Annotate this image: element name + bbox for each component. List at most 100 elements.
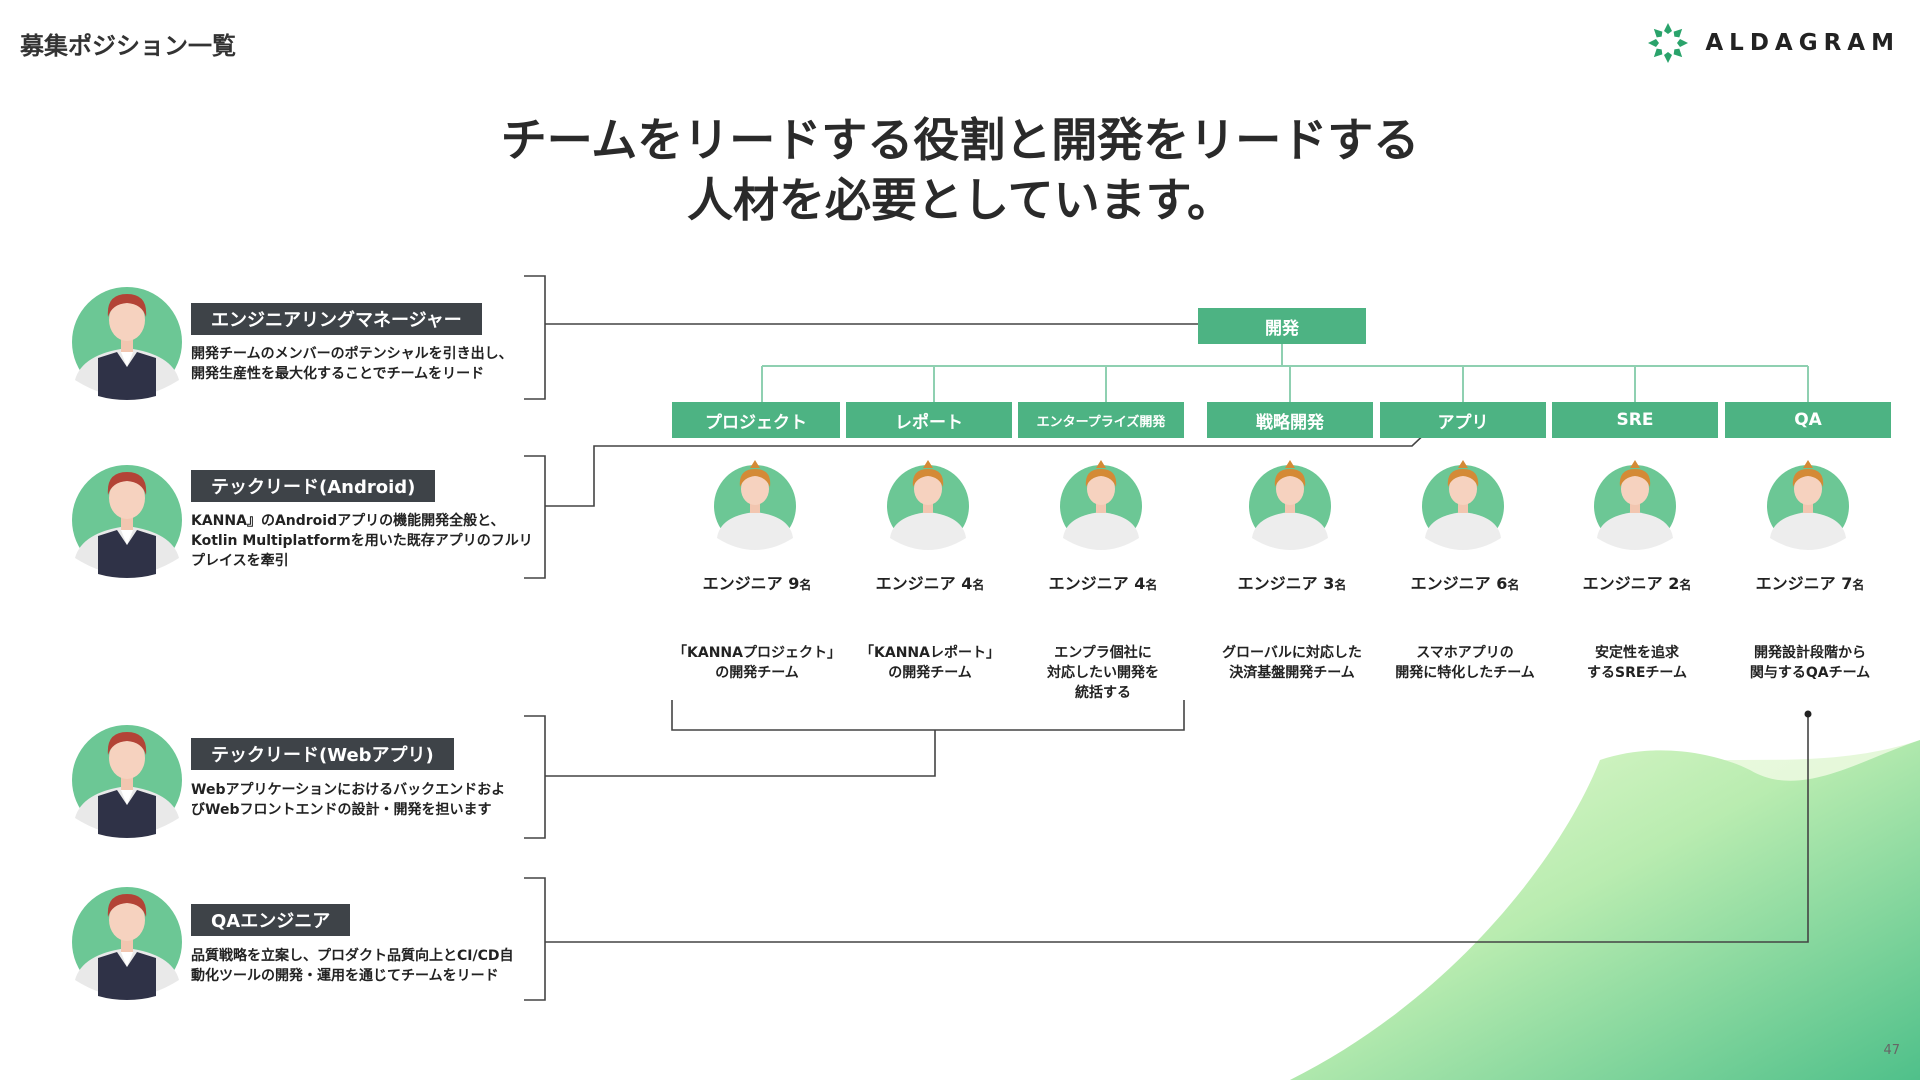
role-desc-line: 動化ツールの開発・運用を通じてチームをリード: [191, 968, 499, 984]
headline-line-1: チームをリードする役割と開発をリードする: [500, 113, 1420, 167]
role-desc: Webアプリケーションにおけるバックエンドおよ びWebフロントエンドの設計・開…: [191, 780, 505, 820]
role-desc-line: KANNA』のAndroidアプリの機能開発全般と、: [191, 513, 505, 529]
engineer-count: エンジニア 3名: [1197, 570, 1387, 594]
engineer-count: エンジニア 7名: [1715, 570, 1905, 594]
team-box: QA: [1725, 402, 1891, 438]
team-box: プロジェクト: [672, 402, 840, 438]
logo-text: ALDAGRAM: [1705, 30, 1900, 56]
org-tree-lines: [761, 344, 1809, 402]
engineer-avatar-icon: [1767, 460, 1849, 550]
engineer-count-unit: 名: [1145, 578, 1158, 592]
team-desc-line: スマホアプリの: [1416, 645, 1514, 661]
engineer-count-unit: 名: [1334, 578, 1347, 592]
role-desc-line: 品質戦略を立案し、プロダクト品質向上とCI/CD自: [191, 948, 514, 964]
tech-lead-avatar-icon: [72, 465, 182, 578]
role-desc-line: Kotlin Multiplatformを用いた既存アプリのフルリ: [191, 533, 533, 549]
role-title: テックリード(Android): [191, 470, 436, 502]
team-desc-line: 決済基盤開発チーム: [1229, 665, 1355, 681]
team-avatar: [1765, 456, 1851, 556]
qa-engineer-avatar-icon: [72, 887, 182, 1000]
role-avatar: [72, 710, 182, 844]
engineer-count-value: 7: [1841, 574, 1853, 593]
tech-lead-avatar-icon: [72, 725, 182, 838]
page-number: 47: [1883, 1043, 1900, 1058]
engineer-avatar-icon: [1594, 460, 1676, 550]
role-desc-line: 開発チームのメンバーのポテンシャルを引き出し、: [191, 346, 513, 362]
engineer-label: エンジニア: [702, 574, 783, 593]
engineer-count-unit: 名: [1679, 578, 1692, 592]
headline-line-2: 人材を必要としています。: [686, 173, 1234, 227]
engineer-count-value: 3: [1323, 574, 1335, 593]
team-box: エンタープライズ開発: [1018, 402, 1184, 438]
role-desc: 開発チームのメンバーのポテンシャルを引き出し、 開発生産性を最大化することでチー…: [191, 344, 513, 384]
team-desc: 安定性を追求 するSREチーム: [1542, 643, 1732, 683]
engineer-avatar-icon: [1060, 460, 1142, 550]
team-avatar: [1592, 456, 1678, 556]
engineer-count-unit: 名: [799, 578, 812, 592]
team-desc-line: の開発チーム: [715, 665, 799, 681]
engineer-avatar-icon: [1249, 460, 1331, 550]
team-desc: 「KANNAプロジェクト」 の開発チーム: [662, 643, 852, 683]
engineer-count-value: 6: [1496, 574, 1508, 593]
team-desc-line: するSREチーム: [1586, 665, 1687, 681]
role-desc: KANNA』のAndroidアプリの機能開発全般と、 Kotlin Multip…: [191, 511, 533, 571]
team-desc-line: 関与するQAチーム: [1749, 665, 1871, 681]
role-avatar: [72, 450, 182, 584]
team-box: レポート: [846, 402, 1012, 438]
org-root-box: 開発: [1198, 308, 1366, 344]
team-avatar: [712, 456, 798, 556]
team-desc-line: 「KANNAレポート」: [860, 645, 1000, 661]
engineer-label: エンジニア: [875, 574, 956, 593]
role-desc-line: びWebフロントエンドの設計・開発を担います: [191, 802, 492, 818]
team-desc: エンプラ個社に 対応したい開発を 統括する: [1008, 643, 1198, 703]
team-box: アプリ: [1380, 402, 1546, 438]
role-title: QAエンジニア: [191, 904, 351, 936]
engineer-label: エンジニア: [1048, 574, 1129, 593]
manager-avatar-icon: [72, 287, 182, 400]
engineer-count-unit: 名: [972, 578, 985, 592]
role-title: エンジニアリングマネージャー: [191, 303, 482, 335]
role-desc-line: プレイスを牽引: [191, 553, 289, 569]
team-desc-line: エンプラ個社に: [1054, 645, 1152, 661]
role-desc: 品質戦略を立案し、プロダクト品質向上とCI/CD自 動化ツールの開発・運用を通じ…: [191, 946, 514, 986]
engineer-count-unit: 名: [1507, 578, 1520, 592]
engineer-avatar-icon: [714, 460, 796, 550]
role-desc-line: 開発生産性を最大化することでチームをリード: [191, 366, 485, 382]
engineer-count-value: 4: [961, 574, 973, 593]
team-desc-line: グローバルに対応した: [1222, 645, 1362, 661]
engineer-label: エンジニア: [1410, 574, 1491, 593]
team-avatar: [885, 456, 971, 556]
role-title: テックリード(Webアプリ): [191, 738, 454, 770]
engineer-avatar-icon: [1422, 460, 1504, 550]
page-label: 募集ポジション一覧: [20, 32, 236, 60]
engineer-count-unit: 名: [1852, 578, 1865, 592]
engineer-count: エンジニア 4名: [835, 570, 1025, 594]
role-brackets: [524, 275, 1809, 1001]
role-desc-line: Webアプリケーションにおけるバックエンドおよ: [191, 782, 506, 798]
team-desc: グローバルに対応した 決済基盤開発チーム: [1197, 643, 1387, 683]
role-avatar: [72, 872, 182, 1006]
engineer-label: エンジニア: [1582, 574, 1663, 593]
engineer-count: エンジニア 9名: [662, 570, 852, 594]
team-desc-line: 安定性を追求: [1595, 645, 1679, 661]
team-box: 戦略開発: [1207, 402, 1373, 438]
role-avatar: [72, 272, 182, 406]
team-desc: 「KANNAレポート」 の開発チーム: [835, 643, 1025, 683]
team-desc: 開発設計段階から 関与するQAチーム: [1715, 643, 1905, 683]
team-desc-line: 開発設計段階から: [1754, 645, 1866, 661]
team-desc: スマホアプリの 開発に特化したチーム: [1370, 643, 1560, 683]
team-avatar: [1247, 456, 1333, 556]
team-desc-line: 対応したい開発を: [1047, 665, 1159, 681]
engineer-count-value: 9: [788, 574, 800, 593]
team-desc-line: 開発に特化したチーム: [1395, 665, 1535, 681]
engineer-count: エンジニア 6名: [1370, 570, 1560, 594]
engineer-label: エンジニア: [1755, 574, 1836, 593]
engineer-count-value: 4: [1134, 574, 1146, 593]
team-avatar: [1058, 456, 1144, 556]
team-desc-line: の開発チーム: [888, 665, 972, 681]
engineer-count-value: 2: [1668, 574, 1680, 593]
engineer-avatar-icon: [887, 460, 969, 550]
team-box: SRE: [1552, 402, 1718, 438]
